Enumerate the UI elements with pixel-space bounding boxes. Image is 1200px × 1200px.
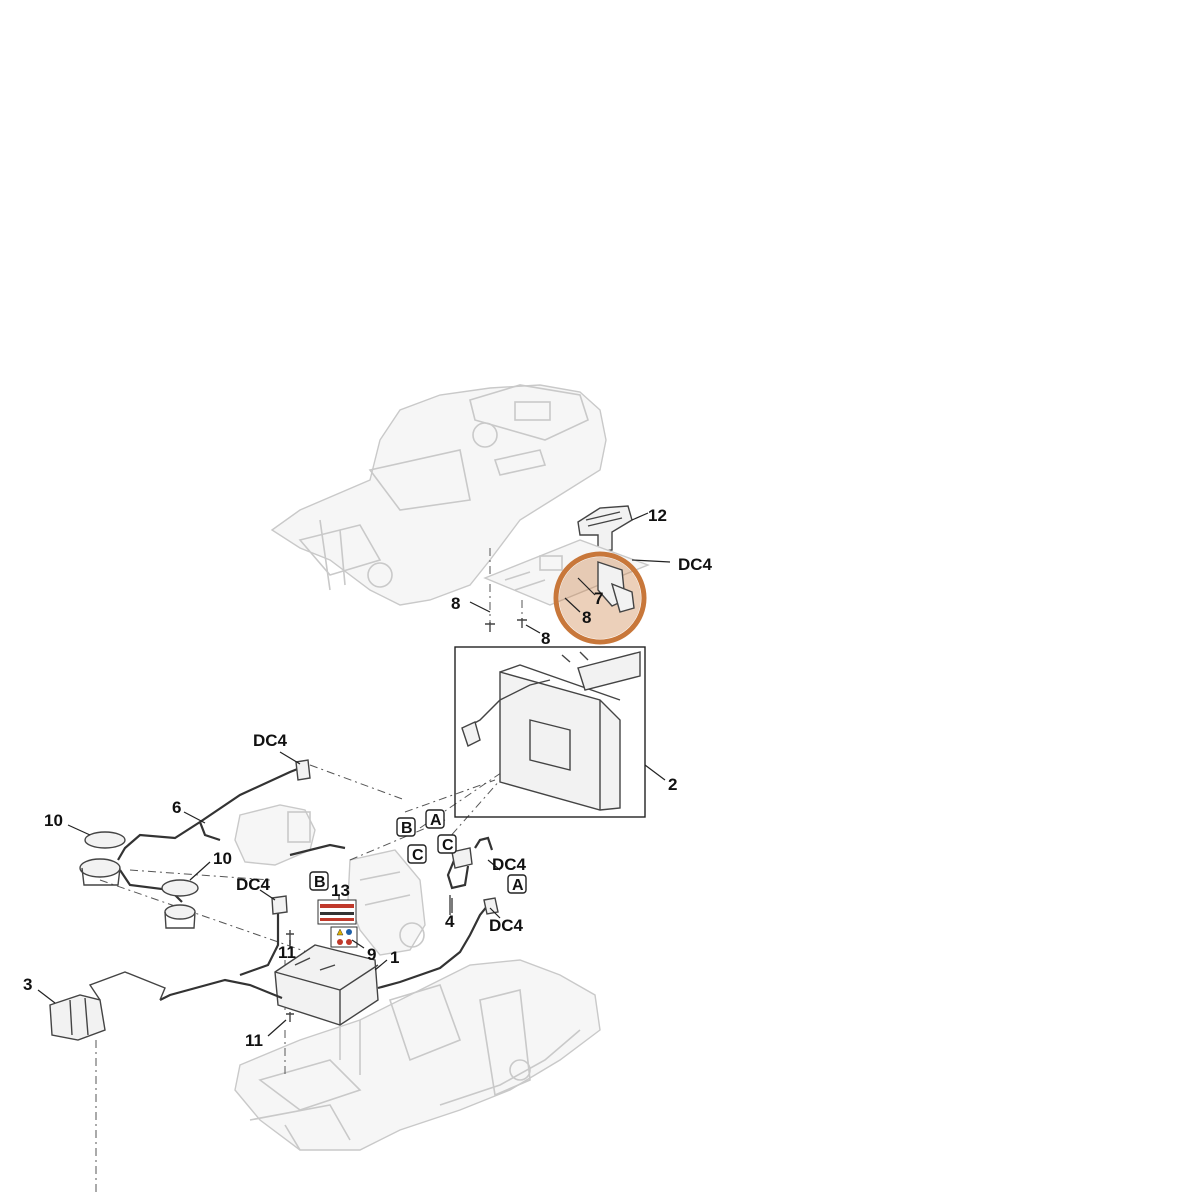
callout-2: 2: [668, 775, 677, 794]
callout-8-left: 8: [451, 594, 460, 613]
leader-lines: [37, 512, 671, 1037]
callout-labels: 12 DC4 7 8 8 8 2 DC4 6 10 10 DC4 13 11 9…: [23, 506, 713, 1050]
callout-dc4-left: DC4: [236, 875, 271, 894]
label-parts-13: [317, 899, 358, 948]
callout-12: 12: [648, 506, 667, 525]
connector-a-upper: A: [430, 812, 442, 829]
callout-10-right: 10: [213, 849, 232, 868]
highlight-circle: [553, 551, 647, 645]
lower-chassis-ghost: [234, 959, 601, 1151]
module-box-part-2: [454, 646, 646, 818]
connector-b-lower: B: [314, 874, 326, 891]
callout-dc4-bottom: DC4: [489, 916, 524, 935]
callout-7: 7: [594, 589, 603, 608]
callout-4: 4: [445, 912, 455, 931]
sensor-parts-10: [79, 831, 199, 929]
callout-dc4-connector: DC4: [492, 855, 527, 874]
callout-8-highlight: 8: [582, 608, 591, 627]
bracket-part-3: [49, 971, 166, 1041]
callout-dc4-top: DC4: [678, 555, 713, 574]
callout-dc4-harness: DC4: [253, 731, 288, 750]
electronics-box-part-1: [159, 895, 499, 1026]
callout-1: 1: [390, 948, 399, 967]
callout-10-left: 10: [44, 811, 63, 830]
callout-3: 3: [23, 975, 32, 994]
connector-markers: B A C C B A: [309, 809, 527, 894]
motor-assembly: [234, 804, 426, 956]
callout-13: 13: [331, 881, 350, 900]
callout-11-upper: 11: [278, 943, 296, 962]
upper-housing-ghost: [270, 384, 607, 606]
connector-c-right: C: [442, 837, 454, 854]
callout-6: 6: [172, 798, 181, 817]
ribbon-cable-part-12: [577, 505, 633, 553]
connector-cable-part-4: [446, 836, 494, 915]
screw-parts-8: [485, 618, 527, 632]
callout-8-right: 8: [541, 629, 550, 648]
callout-11-lower: 11: [245, 1031, 263, 1050]
connector-b-upper: B: [401, 820, 413, 837]
callout-9: 9: [367, 945, 376, 964]
connector-c-left: C: [412, 847, 424, 864]
connector-a-lower: A: [512, 877, 524, 894]
